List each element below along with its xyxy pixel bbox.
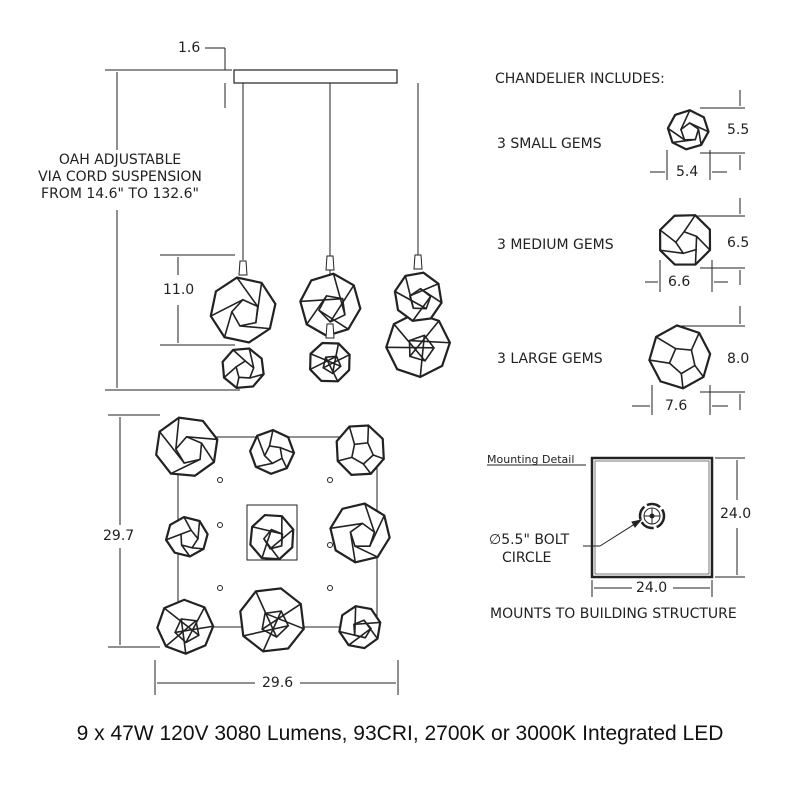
large-gem	[299, 255, 362, 337]
gem-plan	[155, 416, 219, 477]
mounting-plate	[590, 456, 714, 579]
leader-arrow	[631, 519, 643, 528]
large-gem	[385, 311, 452, 379]
center-square	[246, 504, 298, 561]
mounting-hole	[217, 477, 223, 483]
small-gem-height: 5.5	[727, 122, 750, 138]
oah-note-line-3: FROM 14.6" TO 132.6"	[41, 186, 199, 202]
gem-dimension-lines	[632, 90, 745, 415]
large-gem	[209, 260, 277, 344]
large-gem-reference	[648, 324, 712, 390]
gem-plan	[239, 587, 305, 653]
mounting-plate-inner	[594, 460, 710, 575]
mounting-detail-title: Mounting Detail	[487, 453, 575, 466]
mounting-height-label: 24.0	[720, 506, 752, 522]
gem-plan	[249, 513, 295, 561]
gem-plan	[329, 502, 391, 564]
mounting-hole	[217, 522, 223, 528]
mounting-hole	[327, 542, 333, 548]
mounting-width-label: 24.0	[636, 580, 668, 596]
large-gem-width: 7.6	[665, 398, 688, 414]
medium-gems-label: 3 MEDIUM GEMS	[497, 237, 614, 253]
gem-plan	[248, 428, 296, 475]
gem-plan	[335, 424, 385, 476]
small-gem-reference	[666, 109, 710, 151]
small-gem	[309, 323, 351, 383]
includes-title: CHANDELIER INCLUDES:	[495, 71, 665, 87]
mounting-note: MOUNTS TO BUILDING STRUCTURE	[490, 606, 737, 622]
medium-gem	[393, 254, 443, 323]
canopy-height-label: 1.6	[178, 40, 201, 56]
gem-plan	[156, 598, 215, 655]
oah-note-line-1: OAH ADJUSTABLE	[58, 152, 182, 168]
large-gems-label: 3 LARGE GEMS	[497, 351, 603, 367]
plan-width-label: 29.6	[262, 675, 294, 691]
canopy	[233, 69, 398, 84]
oah-note-line-2: VIA CORD SUSPENSION	[38, 169, 202, 185]
small-gem-width: 5.4	[676, 164, 699, 180]
mounting-hole	[327, 585, 333, 591]
bolt-circle-label-1: ∅5.5" BOLT	[489, 532, 570, 548]
gem-plan	[164, 515, 209, 558]
bolt-circle-label-2: CIRCLE	[502, 550, 552, 566]
large-gem-height: 8.0	[727, 351, 750, 367]
pendant-height-label: 11.0	[163, 282, 195, 298]
medium-gem-reference	[658, 214, 712, 266]
leader-line	[599, 521, 639, 547]
bolt-circle-icon	[638, 502, 666, 530]
mounting-hole	[217, 585, 223, 591]
medium-gem-height: 6.5	[727, 235, 750, 251]
mounting-hole	[327, 477, 333, 483]
small-gems-label: 3 SMALL GEMS	[497, 136, 602, 152]
medium-gem-width: 6.6	[668, 274, 691, 290]
small-gem	[221, 347, 265, 389]
gem-plan	[338, 605, 382, 650]
spec-caption: 9 x 47W 120V 3080 Lumens, 93CRI, 2700K o…	[76, 722, 724, 745]
plan-depth-label: 29.7	[103, 528, 135, 544]
